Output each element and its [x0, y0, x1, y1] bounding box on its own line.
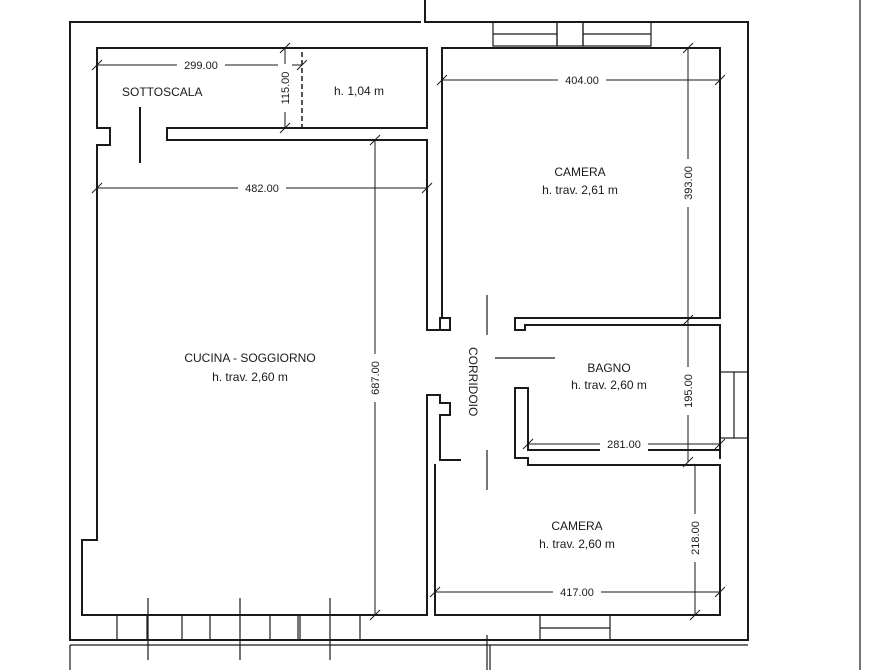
room-height-bagno: h. trav. 2,60 m — [571, 378, 647, 392]
dim-sottoscala-width: 299.00 — [184, 60, 218, 72]
room-label-cucina-soggiorno: CUCINA - SOGGIORNO — [184, 351, 315, 365]
room-label-corridoio: CORRIDOIO — [466, 347, 480, 416]
room-height-camera-2: h. trav. 2,60 m — [539, 537, 615, 551]
window-bottom — [116, 598, 611, 660]
dim-cucina-depth: 687.00 — [370, 361, 382, 395]
camera-1-walls — [441, 47, 721, 331]
outer-walls — [69, 0, 861, 670]
dim-bagno-depth: 195.00 — [683, 374, 695, 408]
dim-sottoscala-depth: 115.00 — [280, 72, 292, 105]
dim-cucina-width: 482.00 — [245, 183, 279, 195]
room-height-sottoscala: h. 1,04 m — [334, 84, 384, 98]
room-label-camera-2: CAMERA — [551, 519, 602, 533]
room-label-camera-1: CAMERA — [554, 165, 605, 179]
room-height-cucina-soggiorno: h. trav. 2,60 m — [212, 370, 288, 384]
room-label-bagno: BAGNO — [587, 361, 630, 375]
dim-camera-2-depth: 218.00 — [690, 521, 702, 555]
dim-bagno-width: 281.00 — [607, 439, 641, 451]
window-top — [492, 21, 652, 47]
cucina-walls — [81, 139, 461, 616]
camera-2-walls — [434, 464, 721, 616]
room-label-sottoscala: SOTTOSCALA — [122, 85, 202, 99]
dim-camera-1-depth: 393.00 — [683, 166, 695, 200]
room-height-camera-1: h. trav. 2,61 m — [542, 183, 618, 197]
dimension-lines — [91, 42, 726, 621]
sottoscala-walls — [96, 47, 428, 541]
dim-camera-2-width: 417.00 — [560, 587, 594, 599]
dim-camera-1-width: 404.00 — [565, 75, 599, 87]
